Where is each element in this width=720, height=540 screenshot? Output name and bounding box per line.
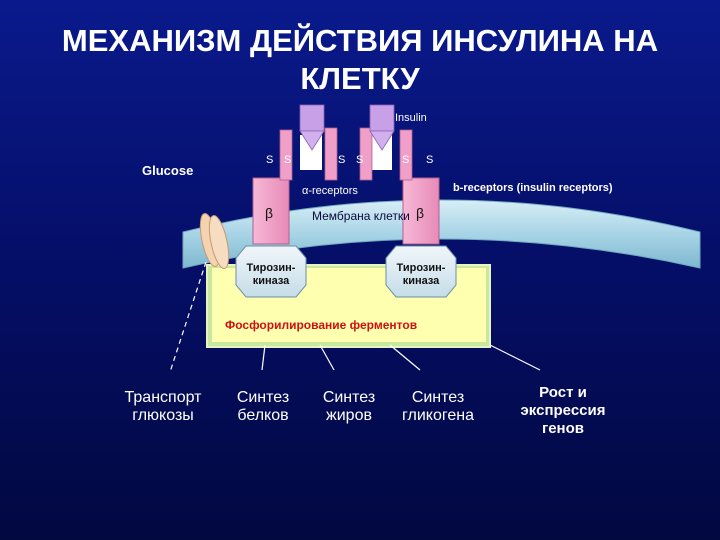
- ss-bond-3: S: [338, 154, 346, 166]
- receptor-left: [235, 135, 322, 298]
- beta-right: β: [416, 205, 425, 221]
- tyrosine-kinase-left-line2: киназа: [252, 275, 290, 287]
- outcome-glycogen-synthesis-line2: гликогена: [402, 407, 474, 424]
- ss-bond-1: S: [266, 154, 274, 166]
- tyrosine-kinase-left-line1: Тирозин-: [246, 262, 296, 274]
- alpha-receptors-label: α-receptors: [302, 185, 358, 197]
- title-line-2: КЛЕТКУ: [300, 61, 420, 96]
- ss-bond-4: S: [356, 154, 364, 166]
- glucose-transporter: [199, 213, 230, 269]
- ss-bond-2: S: [284, 154, 292, 166]
- insulin-label: Insulin: [395, 112, 427, 124]
- glucose-transport-arrow: [169, 261, 207, 373]
- insulin-molecule-left: [299, 104, 325, 151]
- outcome-arrows: [261, 344, 541, 371]
- outcome-protein-synthesis: Синтез белков: [221, 389, 305, 425]
- tyrosine-kinase-left: Тирозин- киназа: [241, 262, 301, 288]
- tyrosine-kinase-right: Тирозин- киназа: [391, 262, 451, 288]
- tyrosine-kinase-right-line1: Тирозин-: [396, 262, 446, 274]
- membrane-label: Мембрана клетки: [312, 209, 410, 223]
- insulin-molecule-right: [369, 104, 395, 151]
- ss-bond-6: S: [426, 154, 434, 166]
- outcome-growth-line3: генов: [541, 420, 585, 437]
- receptor-right: [370, 135, 457, 298]
- outcome-glycogen-synthesis-line1: Синтез: [411, 389, 465, 406]
- ss-bond-5: S: [402, 154, 410, 166]
- outcome-fat-synthesis: Синтез жиров: [307, 389, 391, 425]
- glucose-label: Glucose: [142, 163, 194, 178]
- page-title: МЕХАНИЗМ ДЕЙСТВИЯ ИНСУЛИНА НА КЛЕТКУ: [0, 22, 720, 98]
- alpha-subunits: [279, 127, 413, 181]
- outcome-protein-synthesis-line1: Синтез: [236, 389, 290, 406]
- outcome-glucose-transport-line2: глюкозы: [132, 407, 194, 424]
- outcome-glycogen-synthesis: Синтез гликогена: [386, 389, 490, 425]
- b-receptors-label: b-receptors (insulin receptors): [453, 182, 613, 194]
- phosphorylation-label: Фосфорилирование ферментов: [225, 318, 418, 332]
- beta-left: β: [265, 205, 274, 221]
- outcome-protein-synthesis-line2: белков: [237, 407, 289, 424]
- outcome-growth-gene-expression: Рост и экспрессия генов: [505, 384, 621, 438]
- tyrosine-kinase-right-line2: киназа: [402, 275, 440, 287]
- outcome-fat-synthesis-line2: жиров: [326, 407, 372, 424]
- outcome-growth-line1: Рост и: [539, 384, 587, 401]
- outcome-growth-line2: экспрессия: [520, 402, 606, 419]
- outcome-fat-synthesis-line1: Синтез: [322, 389, 376, 406]
- outcome-glucose-transport-line1: Транспорт: [124, 389, 202, 406]
- cell-membrane: [182, 199, 701, 269]
- title-line-1: МЕХАНИЗМ ДЕЙСТВИЯ ИНСУЛИНА НА: [61, 23, 659, 58]
- outcome-glucose-transport: Транспорт глюкозы: [113, 389, 213, 425]
